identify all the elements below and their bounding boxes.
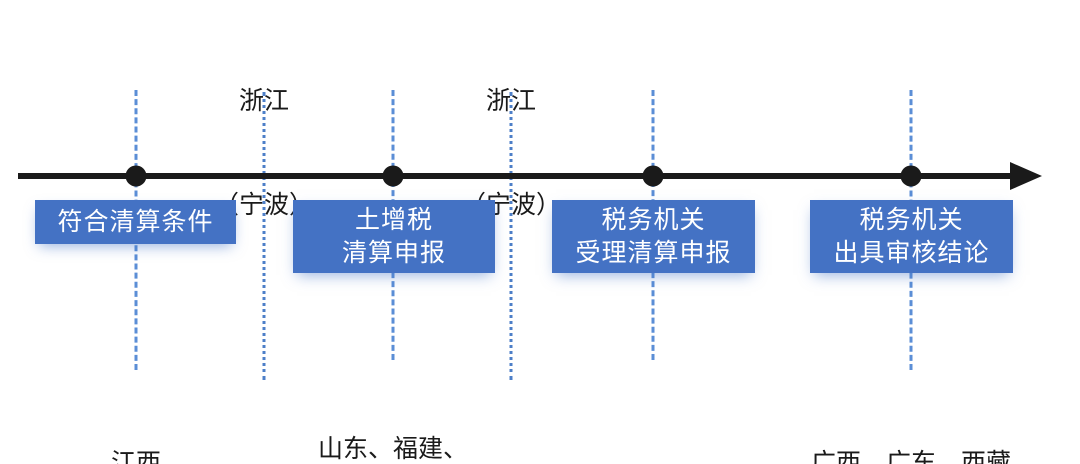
milestone-dot-4[interactable] xyxy=(900,165,922,187)
milestone-box-4[interactable]: 税务机关 出具审核结论 xyxy=(810,200,1013,273)
timeline-arrowhead-icon xyxy=(1010,162,1042,190)
milestone-dot-2[interactable] xyxy=(382,165,404,187)
separator-line-2 xyxy=(509,92,513,380)
milestone-dot-1[interactable] xyxy=(125,165,147,187)
milestone-dot-3[interactable] xyxy=(642,165,664,187)
separator-line-1 xyxy=(262,92,266,380)
milestone-box-4-line-1: 税务机关 xyxy=(859,206,964,234)
timeline-axis xyxy=(18,173,1030,179)
region-caption-3: 广西、广东、西藏 xyxy=(811,378,1011,464)
region-caption-2-line-1: 山东、福建、 xyxy=(317,436,469,463)
region-caption-1-line-1: 江西 xyxy=(110,450,162,464)
region-caption-2: 山东、福建、 海南、内蒙 xyxy=(318,364,468,464)
separator-label-2-line-1: 浙江 xyxy=(485,88,537,115)
milestone-box-1[interactable]: 符合清算条件 xyxy=(35,200,236,244)
milestone-box-3[interactable]: 税务机关 受理清算申报 xyxy=(552,200,755,273)
milestone-box-1-line-1: 符合清算条件 xyxy=(57,208,214,236)
milestone-box-2-line-1: 土增税 xyxy=(354,206,433,234)
region-caption-3-line-1: 广西、广东、西藏 xyxy=(810,450,1012,464)
milestone-box-3-line-1: 税务机关 xyxy=(601,206,706,234)
milestone-box-2[interactable]: 土增税 清算申报 xyxy=(293,200,495,273)
region-caption-1: 江西 xyxy=(111,378,161,464)
milestone-box-2-line-2: 清算申报 xyxy=(341,239,446,267)
milestone-box-3-line-2: 受理清算申报 xyxy=(575,239,732,267)
milestone-box-4-line-2: 出具审核结论 xyxy=(833,239,990,267)
separator-label-1-line-1: 浙江 xyxy=(238,88,290,115)
